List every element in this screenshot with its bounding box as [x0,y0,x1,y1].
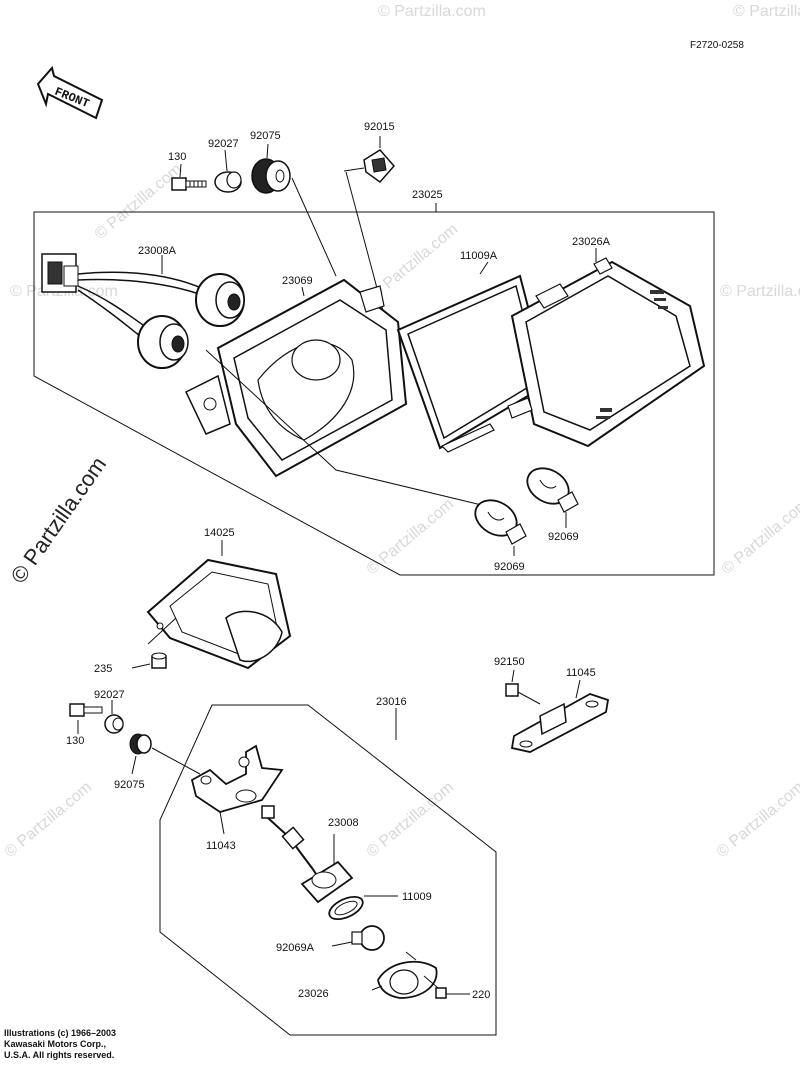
part-label[interactable]: 92075 [250,130,281,142]
part-label[interactable]: 92075 [114,779,145,791]
part-label[interactable]: 23026 [298,988,329,1000]
cover-14025 [146,540,292,670]
watermark: © Partzilla.com [378,3,486,20]
part-labels: 130 92027 92075 92015 23025 23008A 23069… [66,121,611,1001]
watermark: © Partzilla.com [719,496,800,578]
figure-id: F2720-0258 [690,40,744,51]
watermark: © Partzilla.com [2,779,96,861]
screw-235 [131,652,167,669]
lamp-housing-23069 [185,278,495,509]
screw-220 [423,975,470,999]
copyright-line: U.S.A. All rights reserved. [4,1050,115,1060]
watermark: © Partzilla.com [714,779,800,861]
copyright-line: Illustrations (c) 1966–2003 [4,1028,117,1038]
bulb-92069-b [526,467,579,528]
watermark: © Partzilla.com [364,496,458,578]
part-label[interactable]: 14025 [204,527,235,539]
gasket-11009 [328,895,398,921]
part-label[interactable]: 220 [472,989,490,1001]
part-label[interactable]: 11043 [206,840,236,852]
copyright-line: Kawasaki Motors Corp., [4,1039,107,1049]
watermark: © Partzilla.com [733,3,800,20]
bracket-11043 [190,744,284,835]
grommet-92075-bottom [129,733,201,775]
collar-92027-top [214,149,242,193]
bulb-92069-a [474,499,527,556]
part-label[interactable]: 92150 [494,656,525,668]
socket-23008 [261,805,354,904]
front-arrow-icon: FRONT [36,65,104,120]
part-label[interactable]: 11009A [460,250,498,262]
wiring-harness-23008A [41,253,245,369]
part-label[interactable]: 23008A [138,245,177,257]
part-label[interactable]: 235 [94,663,112,675]
gasket-11009A [396,261,550,453]
bolt-130-bottom [69,703,103,734]
watermark: © Partzilla.com [720,283,800,300]
part-label[interactable]: 92069 [548,531,579,543]
watermark: © Partzilla.com [368,221,462,303]
part-label[interactable]: 92027 [94,689,125,701]
grommet-92075-top [251,143,337,277]
part-label[interactable]: 92015 [364,121,395,133]
part-label[interactable]: 11009 [402,891,432,903]
part-label[interactable]: 130 [168,151,186,163]
part-label[interactable]: 11045 [566,667,596,679]
watermark: © Partzilla.com [92,161,186,243]
watermark-large: © Partzilla.com [6,452,112,588]
lens-23026 [371,951,438,999]
watermarks: © Partzilla.com © Partzilla.com © Partzi… [2,3,800,861]
part-label[interactable]: 92069A [276,942,315,954]
part-label[interactable]: 92027 [208,138,239,150]
bolt-130-top [171,163,207,191]
part-label[interactable]: 92069 [494,561,525,573]
part-label[interactable]: 23069 [282,275,313,287]
part-label[interactable]: 23025 [412,189,443,201]
copyright-notice: Illustrations (c) 1966–2003 Kawasaki Mot… [4,1028,116,1061]
bulb-92069A [331,925,385,951]
part-label[interactable]: 23016 [376,696,407,708]
lens-23026A [507,248,706,448]
front-label: FRONT [53,85,92,111]
assembly-23025-outline [33,203,715,576]
part-label[interactable]: 23008 [328,817,359,829]
part-label[interactable]: 23026A [572,236,611,248]
watermark: © Partzilla.com [364,779,458,861]
bolt-92150 [505,669,541,705]
part-label[interactable]: 130 [66,735,84,747]
assembly-23016-outline [159,704,497,1036]
collar-92027-bottom [104,700,124,734]
bracket-11045 [510,679,610,753]
